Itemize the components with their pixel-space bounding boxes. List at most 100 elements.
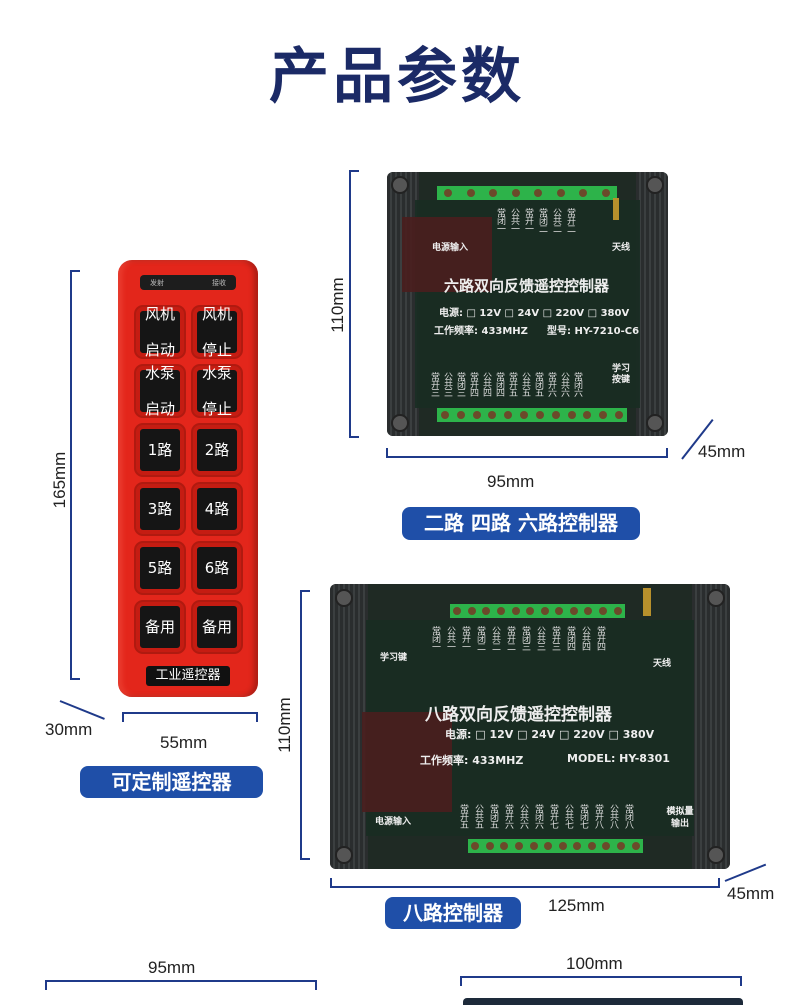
power-input-label: 电源输入 <box>432 243 469 253</box>
terminal-label: 常开八 <box>593 804 603 828</box>
terminal-label: 常开五 <box>458 804 468 828</box>
remote-button[interactable]: 1路 <box>136 425 184 475</box>
controller-title: 八路双向反馈遥控控制器 <box>425 705 612 725</box>
remote-button-label: 1路 <box>147 441 173 459</box>
remote-button-label: 启动 <box>144 400 175 418</box>
remote-button[interactable]: 风机停止 <box>193 305 241 359</box>
c6-width-label: 95mm <box>487 472 535 491</box>
terminal-label: 公共五 <box>473 804 483 828</box>
terminal-label: 常闭四 <box>494 372 504 396</box>
remote-button[interactable]: 风机启动 <box>136 305 184 359</box>
terminal-label: 常闭一 <box>495 208 505 232</box>
terminal-label: 公共三 <box>535 626 545 650</box>
bottom-right-width-label: 100mm <box>566 954 623 973</box>
remote-button[interactable]: 2路 <box>193 425 241 475</box>
terminal-label: 常开一 <box>523 208 533 232</box>
terminal-label: 常闭三 <box>455 372 465 396</box>
dimension-line-width <box>460 976 742 986</box>
terminal-label: 公共六 <box>559 372 569 396</box>
remote-button-label: 风机 <box>201 305 232 323</box>
remote-button-label: 停止 <box>201 341 232 359</box>
terminal-label: 公共八 <box>608 804 618 828</box>
dimension-line-depth <box>59 700 105 720</box>
terminal-label: 常闭二 <box>537 208 547 232</box>
remote-button-label: 启动 <box>144 341 175 359</box>
dimension-line-width <box>386 448 668 458</box>
dimension-line-width <box>122 712 258 722</box>
antenna-connector <box>643 588 651 616</box>
remote-button[interactable]: 备用 <box>136 602 184 652</box>
remote-button-label: 5路 <box>147 559 173 577</box>
remote-button[interactable]: 6路 <box>193 543 241 593</box>
learn-button-label: 学习按键 <box>612 364 631 385</box>
remote-button[interactable]: 5路 <box>136 543 184 593</box>
remote-button[interactable]: 3路 <box>136 484 184 534</box>
power-input-label: 电源输入 <box>375 817 412 827</box>
remote-button[interactable]: 4路 <box>193 484 241 534</box>
antenna-label: 天线 <box>653 659 672 669</box>
terminal-label: 公共四 <box>481 372 491 396</box>
dimension-line-height <box>300 590 310 860</box>
terminal-label: 常闭一 <box>430 626 440 650</box>
terminal-label: 公共二 <box>490 626 500 650</box>
frequency: 工作频率: 433MHZ <box>434 326 528 337</box>
terminal-label: 常开二 <box>565 208 575 232</box>
transmit-indicator: 发射 <box>150 279 164 287</box>
dimension-line-height <box>70 270 80 680</box>
terminal-label: 常开六 <box>546 372 556 396</box>
remote-button-label: 6路 <box>204 559 230 577</box>
terminal-label: 常开三 <box>550 626 560 650</box>
learn-button-label: 学习键 <box>380 653 408 663</box>
power-options: 电源: □ 12V □ 24V □ 220V □ 380V <box>439 308 630 319</box>
c6-height-label: 110mm <box>328 277 347 333</box>
terminal-label: 常闭七 <box>578 804 588 828</box>
terminal-label: 常开六 <box>503 804 513 828</box>
terminal-label: 公共六 <box>518 804 528 828</box>
remote-button[interactable]: 备用 <box>193 602 241 652</box>
c8-width-label: 125mm <box>548 896 605 915</box>
c8-depth-label: 45mm <box>727 884 775 903</box>
remote-caption: 可定制遥控器 <box>80 766 263 798</box>
terminal-label: 公共五 <box>520 372 530 396</box>
dimension-line-depth <box>724 863 767 882</box>
terminal-label: 公共七 <box>563 804 573 828</box>
terminal-label: 常闭二 <box>475 626 485 650</box>
terminal-label: 公共四 <box>580 626 590 650</box>
model-number: MODEL: HY-8301 <box>567 752 670 765</box>
terminal-label: 常闭六 <box>572 372 582 396</box>
dimension-line-width <box>330 878 720 888</box>
remote-button-label: 停止 <box>201 400 232 418</box>
remote-button-label: 风机 <box>144 305 175 323</box>
terminal-label: 常闭五 <box>488 804 498 828</box>
remote-button-label: 水泵 <box>201 364 232 382</box>
remote-button[interactable]: 水泵启动 <box>136 364 184 418</box>
remote-button-label: 备用 <box>144 618 175 636</box>
antenna-label: 天线 <box>612 243 631 253</box>
terminal-label: 常开四 <box>468 372 478 396</box>
model-number: 型号: HY-7210-C6 <box>547 326 640 337</box>
analog-output-label: 模拟量输出 <box>666 807 694 829</box>
frequency: 工作频率: 433MHZ <box>420 754 524 767</box>
eight-channel-controller: 学习键 天线 电源输入 模拟量输出 八路双向反馈遥控控制器 电源: □ 12V … <box>330 584 730 869</box>
receive-indicator: 接收 <box>212 279 226 287</box>
controller-top-edge <box>463 998 743 1005</box>
remote-button-label: 水泵 <box>144 364 175 382</box>
terminal-label: 常开三 <box>429 372 439 396</box>
antenna-connector <box>613 198 619 220</box>
c6-depth-label: 45mm <box>698 442 746 461</box>
remote-height-label: 165mm <box>50 451 69 509</box>
terminal-label: 常闭八 <box>623 804 633 828</box>
terminal-label: 常闭三 <box>520 626 530 650</box>
remote-label: 工业遥控器 <box>146 666 230 686</box>
terminal-label: 公共一 <box>445 626 455 650</box>
terminal-label: 常开四 <box>595 626 605 650</box>
remote-button[interactable]: 水泵停止 <box>193 364 241 418</box>
remote-width-label: 55mm <box>160 733 208 752</box>
terminal-label: 常开七 <box>548 804 558 828</box>
controller-title: 六路双向反馈遥控控制器 <box>444 277 610 295</box>
terminal-label: 公共三 <box>442 372 452 396</box>
terminal-label: 常开一 <box>460 626 470 650</box>
terminal-label: 常闭五 <box>533 372 543 396</box>
dimension-line-height <box>349 170 359 438</box>
